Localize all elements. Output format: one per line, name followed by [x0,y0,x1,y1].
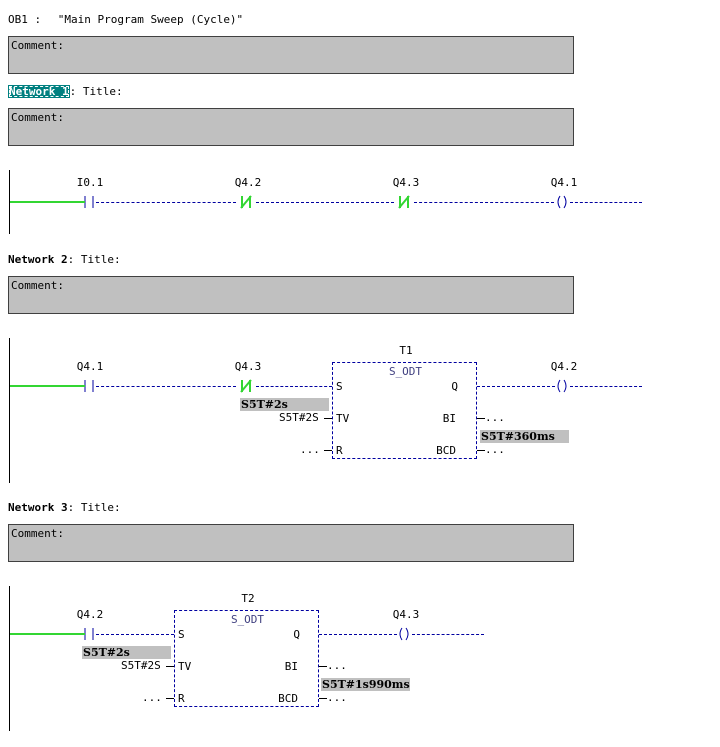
tv-input[interactable]: S5T#2S [279,411,319,424]
remaining-time-value: S5T#1s990ms [321,678,410,691]
bi-output[interactable]: ... [327,659,347,672]
network-2-header[interactable]: Network 2: Title: [8,253,121,266]
network-1-wire [414,202,554,203]
network-2-wire [570,386,642,387]
contact-address: Q4.2 [76,608,104,621]
block-header: OB1 : "Main Program Sweep (Cycle)" [8,13,243,26]
bcd-lead [319,698,327,699]
network-3-title-label: : Title: [67,501,121,514]
network-3-wire [412,634,484,635]
contact-no-icon[interactable] [82,195,96,209]
network-3-powered-wire [10,633,82,635]
network-2-label[interactable]: Network 2 [8,253,68,266]
pin-q: Q [293,628,300,641]
timer-box[interactable]: S_ODT S TV R Q BI BCD [174,610,319,707]
tv-status-value: S5T#2s [240,398,329,411]
pin-bcd: BCD [278,692,298,705]
block-header-label: OB1 : [8,13,42,26]
r-lead [166,698,174,699]
bcd-output[interactable]: ... [485,443,505,456]
tv-lead [324,418,332,419]
remaining-time-value: S5T#360ms [480,430,569,443]
coil-address: Q4.3 [392,608,420,621]
contact-nc-icon[interactable] [239,195,253,209]
network-2-wire [477,386,555,387]
pin-r: R [336,444,343,457]
network-1-powered-wire [10,201,82,203]
network-1-comment-label: Comment: [11,111,64,124]
network-3-wire [319,634,397,635]
block-title[interactable]: "Main Program Sweep (Cycle)" [57,13,244,26]
timer-name[interactable]: T1 [399,344,413,357]
pin-bi: BI [284,660,298,673]
network-1-comment[interactable]: Comment: [8,108,574,146]
contact-address: I0.1 [76,176,104,189]
network-3-comment-label: Comment: [11,527,64,540]
bi-output[interactable]: ... [485,411,505,424]
contact-nc-icon[interactable] [239,379,253,393]
network-1-title-label: : Title: [69,85,123,98]
pin-q: Q [451,380,458,393]
network-1-wire [96,202,236,203]
network-2-power-rail [9,338,10,483]
network-1-wire [570,202,642,203]
network-1-label[interactable]: Network 1 [8,85,70,98]
timer-type: S_ODT [230,613,265,626]
contact-no-icon[interactable] [82,627,96,641]
pin-tv: TV [336,412,350,425]
contact-address: Q4.3 [392,176,420,189]
block-comment[interactable]: Comment: [8,36,574,74]
tv-status-value: S5T#2s [82,646,171,659]
pin-s: S [336,380,343,393]
contact-no-icon[interactable] [82,379,96,393]
network-2-comment[interactable]: Comment: [8,276,574,314]
network-2-wire [256,386,332,387]
coil-icon[interactable] [555,379,569,393]
network-2-wire [96,386,236,387]
contact-address: Q4.1 [76,360,104,373]
pin-bcd: BCD [436,444,456,457]
network-3-label[interactable]: Network 3 [8,501,68,514]
pin-s: S [178,628,185,641]
bi-lead [477,418,485,419]
network-1-header[interactable]: Network 1: Title: [8,85,123,98]
network-2-comment-label: Comment: [11,279,64,292]
pin-tv: TV [178,660,192,673]
pin-bi: BI [442,412,456,425]
bcd-lead [477,450,485,451]
contact-address: Q4.2 [234,176,262,189]
network-1-power-rail [9,170,10,234]
r-lead [324,450,332,451]
pin-r: R [178,692,185,705]
network-1-wire [256,202,394,203]
network-3-header[interactable]: Network 3: Title: [8,501,121,514]
network-3-comment[interactable]: Comment: [8,524,574,562]
network-2-powered-wire [10,385,82,387]
contact-nc-icon[interactable] [397,195,411,209]
bi-lead [319,666,327,667]
tv-lead [166,666,174,667]
timer-name[interactable]: T2 [241,592,255,605]
tv-input[interactable]: S5T#2S [121,659,161,672]
r-input[interactable]: ... [142,691,162,704]
contact-address: Q4.3 [234,360,262,373]
network-3-power-rail [9,586,10,731]
block-comment-label: Comment: [11,39,64,52]
coil-icon[interactable] [397,627,411,641]
coil-address: Q4.1 [550,176,578,189]
timer-box[interactable]: S_ODT S TV R Q BI BCD [332,362,477,459]
coil-icon[interactable] [555,195,569,209]
network-2-title-label: : Title: [67,253,121,266]
network-3-wire [96,634,174,635]
r-input[interactable]: ... [300,443,320,456]
coil-address: Q4.2 [550,360,578,373]
timer-type: S_ODT [388,365,423,378]
bcd-output[interactable]: ... [327,691,347,704]
